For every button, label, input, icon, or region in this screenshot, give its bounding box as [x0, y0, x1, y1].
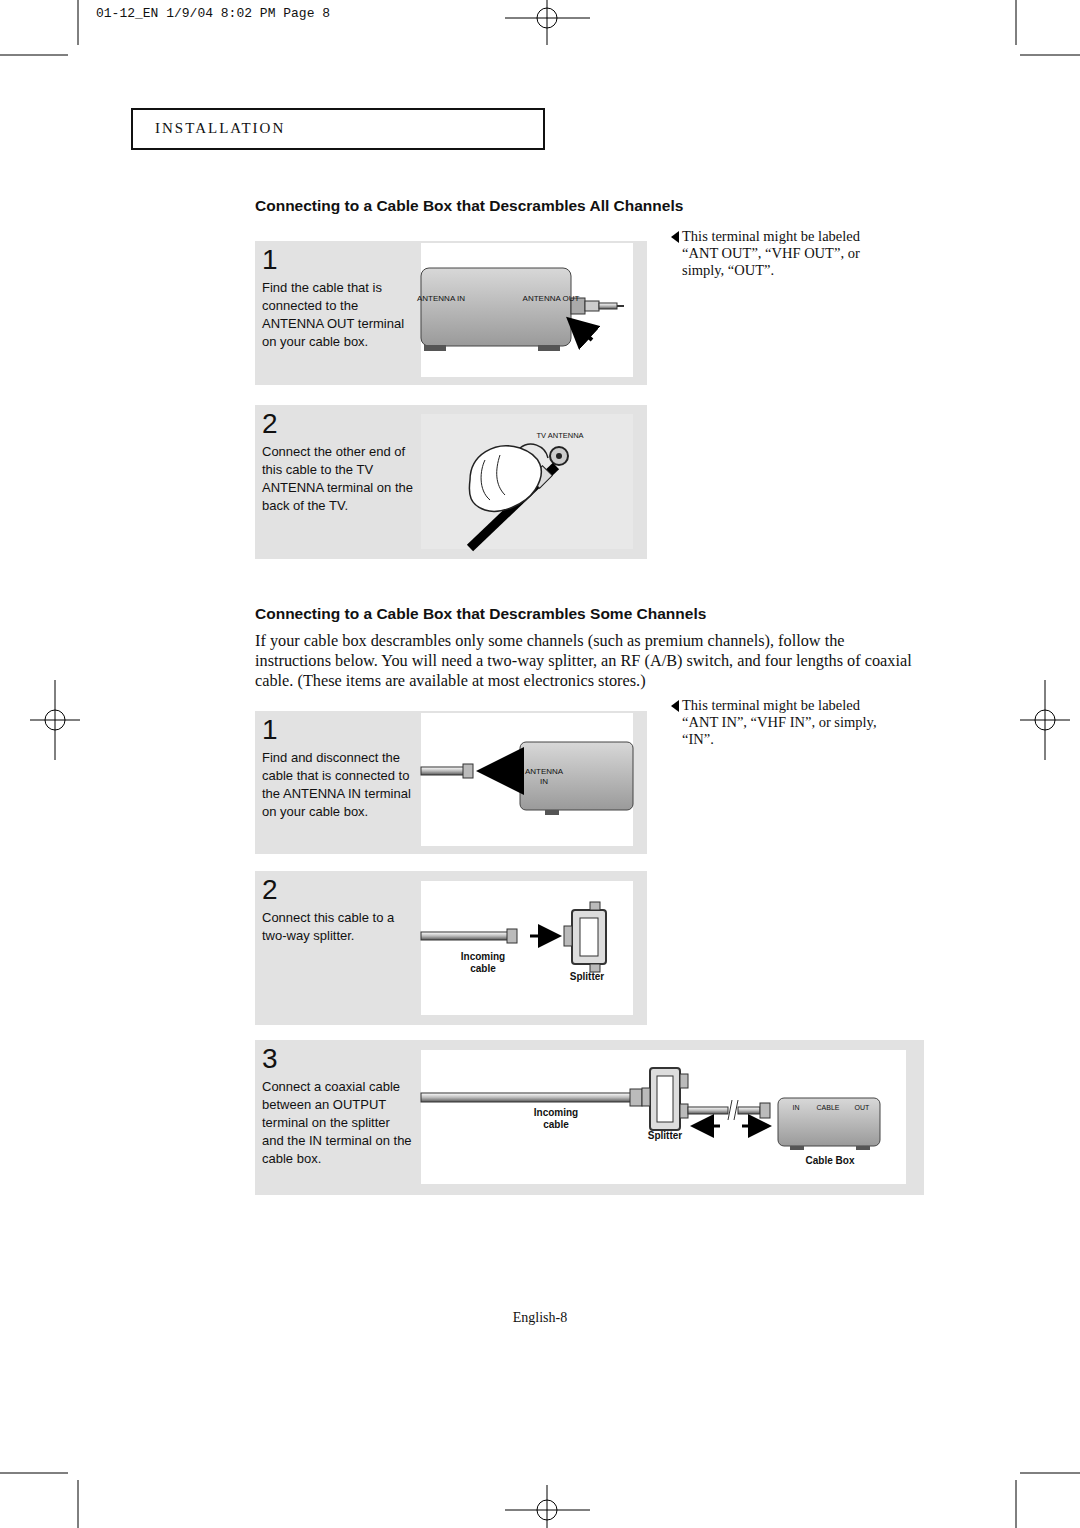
- part-label: Splitter: [638, 1130, 692, 1142]
- part-label: Incoming cable: [452, 951, 514, 975]
- part-label: Cable Box: [790, 1155, 870, 1167]
- page-number: English-8: [490, 1310, 590, 1327]
- step-panel: 2Connect this cable to a two-way splitte…: [262, 873, 414, 1023]
- part-label: Splitter: [560, 971, 614, 983]
- side-note: This terminal might be labeled “ANT IN”,…: [682, 697, 897, 748]
- intro-paragraph: If your cable box descrambles only some …: [255, 631, 923, 691]
- step-number: 3: [262, 1044, 414, 1074]
- section-heading: Connecting to a Cable Box that Descrambl…: [255, 605, 955, 624]
- terminal-label: ANTENNA IN: [522, 767, 566, 786]
- terminal-label: ANTENNA OUT: [520, 294, 582, 304]
- step-number: 1: [262, 715, 414, 745]
- terminal-label: CABLE: [810, 1104, 846, 1112]
- step-text: Connect this cable to a two-way splitter…: [262, 909, 414, 945]
- step-number: 2: [262, 409, 414, 439]
- step-panel: 3Connect a coaxial cable between an OUTP…: [262, 1042, 414, 1193]
- terminal-label: ANTENNA IN: [410, 294, 472, 304]
- step-text: Find the cable that is connected to the …: [262, 279, 414, 351]
- section-heading: Connecting to a Cable Box that Descrambl…: [255, 197, 955, 216]
- terminal-label: IN: [786, 1104, 806, 1112]
- step-text: Connect a coaxial cable between an OUTPU…: [262, 1078, 414, 1168]
- step-panel: 1Find the cable that is connected to the…: [262, 243, 414, 383]
- step-text: Find and disconnect the cable that is co…: [262, 749, 414, 821]
- step-number: 1: [262, 245, 414, 275]
- terminal-label: TV ANTENNA: [530, 431, 590, 440]
- step-panel: 2Connect the other end of this cable to …: [262, 407, 414, 557]
- section-title: INSTALLATION: [133, 110, 543, 137]
- step-panel: 1Find and disconnect the cable that is c…: [262, 713, 414, 852]
- terminal-label: OUT: [850, 1104, 874, 1112]
- side-note: This terminal might be labeled “ANT OUT”…: [682, 228, 897, 279]
- part-label: Incoming cable: [525, 1107, 587, 1131]
- step-number: 2: [262, 875, 414, 905]
- step-text: Connect the other end of this cable to t…: [262, 443, 414, 515]
- print-slug: 01-12_EN 1/9/04 8:02 PM Page 8: [96, 6, 496, 22]
- section-header-box: INSTALLATION: [131, 108, 545, 150]
